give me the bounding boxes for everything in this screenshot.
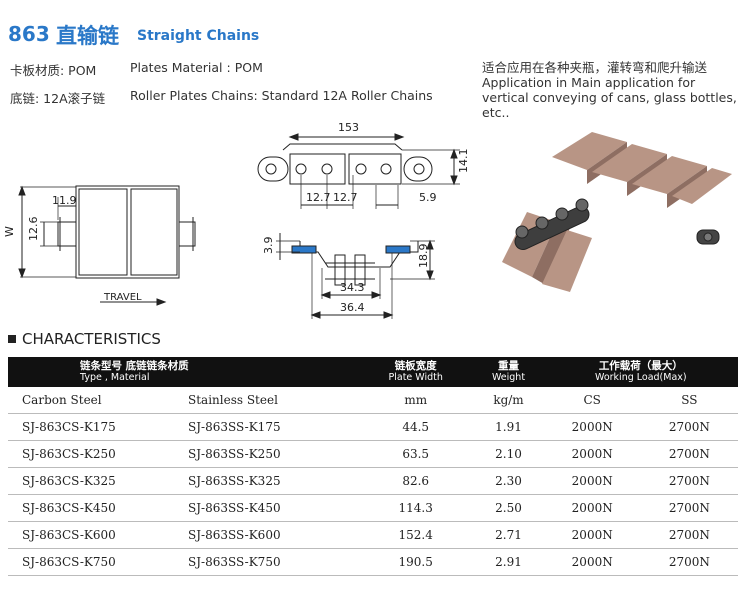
plate-material-en: Plates Material : POM	[130, 60, 263, 75]
front-view-drawing	[276, 233, 435, 319]
chain-type-cn: 底链: 12A滚子链	[10, 91, 106, 106]
chain-product-image	[502, 132, 732, 292]
dim-12-7-b: 12.7	[333, 191, 358, 204]
table-subheader-row: Carbon Steel Stainless Steel mm kg/m CS …	[8, 387, 738, 414]
cell-load-cs: 2000N	[543, 521, 641, 549]
cell-carbon: SJ-863CS-K175	[8, 413, 162, 441]
cell-carbon: SJ-863CS-K450	[8, 494, 162, 522]
characteristics-title: CHARACTERISTICS	[22, 330, 161, 348]
characteristics-heading: CHARACTERISTICS	[8, 330, 161, 348]
cell-stainless: SJ-863SS-K250	[162, 440, 358, 468]
application-en: Application in Main application for vert…	[482, 75, 737, 120]
subheader-ss: SS	[640, 387, 738, 414]
chain-type-en: Roller Plates Chains: Standard 12A Rolle…	[130, 88, 433, 103]
cell-weight: 2.30	[473, 467, 544, 495]
dim-18-9: 18.9	[417, 244, 430, 269]
page-title-cn: 直输链	[56, 24, 119, 48]
dim-5-9: 5.9	[419, 191, 437, 204]
table-row: SJ-863CS-K325 SJ-863SS-K325 82.6 2.30 20…	[8, 467, 738, 495]
table-row: SJ-863CS-K250 SJ-863SS-K250 63.5 2.10 20…	[8, 440, 738, 468]
side-view-drawing	[257, 133, 460, 209]
cell-load-ss: 2700N	[640, 467, 738, 495]
dim-14-1: 14.1	[457, 149, 470, 174]
cell-weight: 1.91	[473, 413, 544, 441]
cell-stainless: SJ-863SS-K450	[162, 494, 358, 522]
table-row: SJ-863CS-K750 SJ-863SS-K750 190.5 2.91 2…	[8, 548, 738, 576]
cell-load-cs: 2000N	[543, 494, 641, 522]
dim-12-7-a: 12.7	[306, 191, 331, 204]
table-header-row: 链条型号 底链链条材质 Type , Material 链板宽度 Plate W…	[8, 357, 738, 387]
technical-drawing: 11.9 12.6 W TRAVEL 153 14.1 12.7 12.7 5.…	[3, 121, 470, 319]
cell-load-ss: 2700N	[640, 548, 738, 576]
application-cn: 适合应用在各种夹瓶，灌转弯和爬升输送	[482, 60, 708, 75]
table-row: SJ-863CS-K175 SJ-863SS-K175 44.5 1.91 20…	[8, 413, 738, 441]
cell-load-cs: 2000N	[543, 548, 641, 576]
cell-load-ss: 2700N	[640, 440, 738, 468]
cell-weight: 2.91	[473, 548, 544, 576]
cell-carbon: SJ-863CS-K325	[8, 467, 162, 495]
cell-stainless: SJ-863SS-K600	[162, 521, 358, 549]
characteristics-table: 链条型号 底链链条材质 Type , Material 链板宽度 Plate W…	[8, 357, 738, 576]
plate-material-cn: 卡板材质: POM	[10, 63, 97, 78]
dim-36-4: 36.4	[340, 301, 365, 314]
subheader-stainless: Stainless Steel	[162, 387, 358, 414]
col-weight: 重量 Weight	[491, 360, 526, 383]
application-description: 适合应用在各种夹瓶，灌转弯和爬升输送 Application in Main a…	[482, 60, 744, 120]
table-row: SJ-863CS-K600 SJ-863SS-K600 152.4 2.71 2…	[8, 521, 738, 549]
cell-weight: 2.71	[473, 521, 544, 549]
cell-weight: 2.10	[473, 440, 544, 468]
col-working-load: 工作载荷（最大） Working Load(Max)	[595, 360, 687, 383]
dim-11-9: 11.9	[52, 194, 77, 207]
subheader-carbon: Carbon Steel	[8, 387, 162, 414]
cell-stainless: SJ-863SS-K750	[162, 548, 358, 576]
cell-width: 152.4	[358, 521, 474, 549]
dim-34-3: 34.3	[340, 281, 365, 294]
cell-width: 114.3	[358, 494, 474, 522]
cell-carbon: SJ-863CS-K600	[8, 521, 162, 549]
table-row: SJ-863CS-K450 SJ-863SS-K450 114.3 2.50 2…	[8, 494, 738, 522]
roller-chain	[514, 198, 720, 251]
square-bullet-icon	[8, 335, 16, 343]
dim-12-6: 12.6	[27, 217, 40, 242]
dim-3-9: 3.9	[262, 237, 275, 255]
top-view-drawing	[18, 185, 196, 306]
cell-weight: 2.50	[473, 494, 544, 522]
cell-carbon: SJ-863CS-K250	[8, 440, 162, 468]
cell-stainless: SJ-863SS-K325	[162, 467, 358, 495]
travel-label: TRAVEL	[103, 292, 142, 303]
cell-width: 44.5	[358, 413, 474, 441]
cell-width: 190.5	[358, 548, 474, 576]
dim-153: 153	[338, 121, 359, 134]
subheader-width-unit: mm	[358, 387, 474, 414]
cell-load-cs: 2000N	[543, 413, 641, 441]
cell-load-cs: 2000N	[543, 440, 641, 468]
cell-load-ss: 2700N	[640, 521, 738, 549]
col-type-material: 链条型号 底链链条材质 Type , Material	[80, 360, 189, 383]
cell-load-ss: 2700N	[640, 413, 738, 441]
dim-width-w: W	[3, 226, 16, 237]
subheader-weight-unit: kg/m	[473, 387, 544, 414]
page-title-en: Straight Chains	[137, 28, 260, 44]
subheader-cs: CS	[543, 387, 641, 414]
cell-width: 82.6	[358, 467, 474, 495]
cell-carbon: SJ-863CS-K750	[8, 548, 162, 576]
cell-load-cs: 2000N	[543, 467, 641, 495]
chain-plates	[502, 132, 732, 292]
col-plate-width: 链板宽度 Plate Width	[388, 360, 443, 383]
cell-width: 63.5	[358, 440, 474, 468]
model-number: 863	[8, 22, 50, 46]
cell-stainless: SJ-863SS-K175	[162, 413, 358, 441]
cell-load-ss: 2700N	[640, 494, 738, 522]
